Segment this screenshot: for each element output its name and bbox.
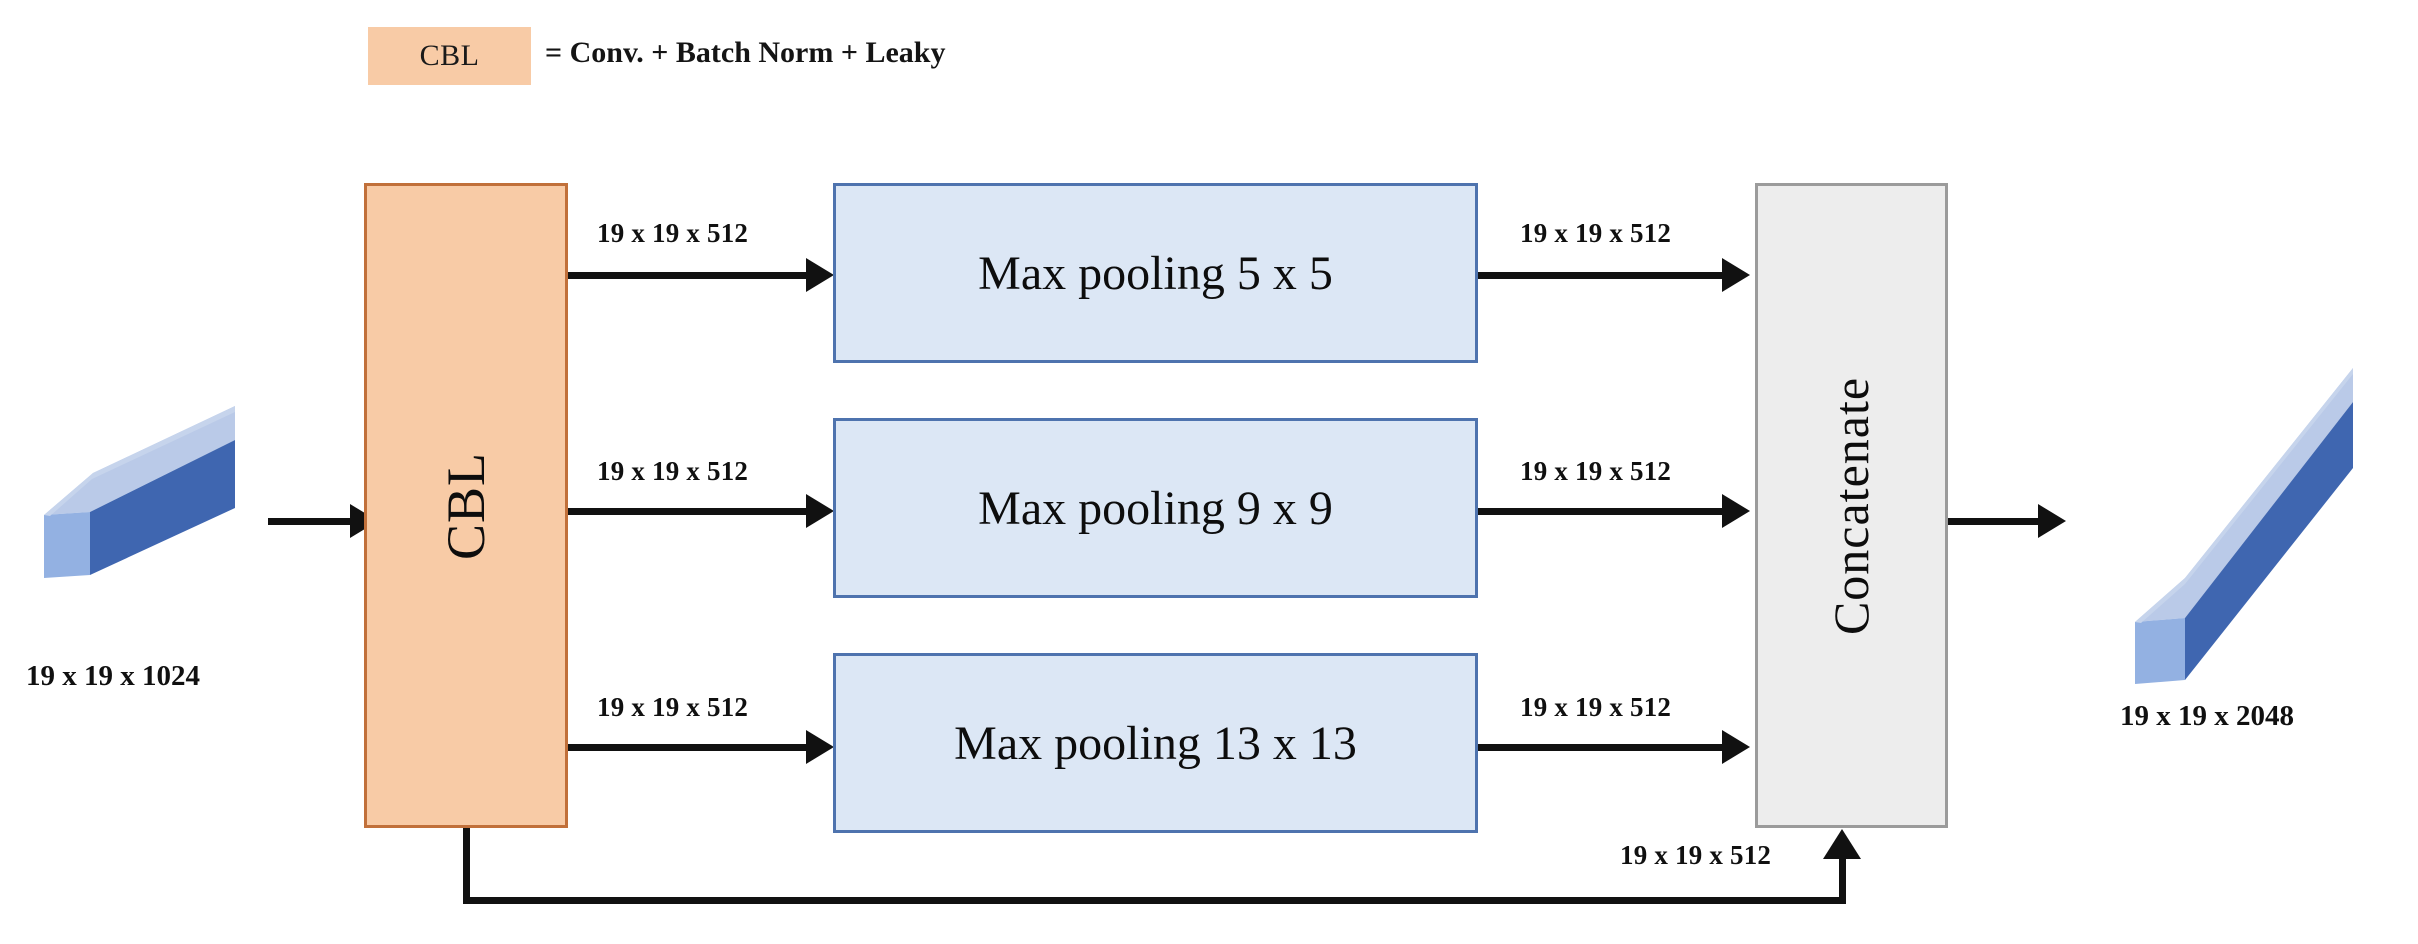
max-pooling-13x13-block[interactable]: Max pooling 13 x 13 — [833, 653, 1478, 833]
edge-line-pool9-to-concat — [1478, 508, 1724, 515]
skip-line-horizontal — [463, 897, 1846, 904]
concatenate-block[interactable]: Concatenate — [1755, 183, 1948, 828]
input-tensor-label: 19 x 19 x 1024 — [26, 660, 200, 692]
edge-label-pool5-to-concat: 19 x 19 x 512 — [1520, 218, 1672, 248]
legend-color-swatch: CBL — [368, 27, 531, 85]
edge-arrow-cbl-to-pool9 — [806, 494, 834, 528]
cbl-block[interactable]: CBL — [364, 183, 568, 828]
edge-label-pool9-to-concat: 19 x 19 x 512 — [1520, 456, 1672, 486]
output-tensor-label: 19 x 19 x 2048 — [2120, 700, 2294, 732]
edge-label-cbl-to-pool9: 19 x 19 x 512 — [597, 456, 749, 486]
edge-line-pool5-to-concat — [1478, 272, 1724, 279]
legend-equation-text: = Conv. + Batch Norm + Leaky — [545, 36, 946, 69]
edge-line-cbl-to-pool9 — [568, 508, 810, 515]
edge-label-cbl-to-pool13: 19 x 19 x 512 — [597, 692, 749, 722]
edge-arrow-pool13-to-concat — [1722, 730, 1750, 764]
input-arrow-line — [268, 518, 354, 525]
max-pooling-9x9-block[interactable]: Max pooling 9 x 9 — [833, 418, 1478, 598]
concatenate-block-label: Concatenate — [1823, 376, 1880, 635]
skip-line-vertical-from-cbl — [463, 828, 470, 904]
max-pooling-13x13-label: Max pooling 13 x 13 — [954, 716, 1357, 770]
max-pooling-5x5-block[interactable]: Max pooling 5 x 5 — [833, 183, 1478, 363]
skip-line-vertical-to-concat — [1839, 858, 1846, 902]
edge-arrow-cbl-to-pool13 — [806, 730, 834, 764]
edge-line-cbl-to-pool13 — [568, 744, 810, 751]
output-arrow-head — [2038, 504, 2066, 538]
edge-line-pool13-to-concat — [1478, 744, 1724, 751]
edge-label-cbl-to-pool5: 19 x 19 x 512 — [597, 218, 749, 248]
output-tensor-cuboid — [2135, 368, 2353, 684]
edge-label-skip-to-concat: 19 x 19 x 512 — [1620, 840, 1772, 870]
max-pooling-5x5-label: Max pooling 5 x 5 — [978, 246, 1333, 300]
legend-swatch-label: CBL — [419, 39, 480, 72]
edge-arrow-cbl-to-pool5 — [806, 258, 834, 292]
skip-arrow-head-to-concat — [1823, 829, 1861, 859]
edge-line-cbl-to-pool5 — [568, 272, 810, 279]
edge-arrow-pool5-to-concat — [1722, 258, 1750, 292]
output-arrow-line — [1948, 518, 2044, 525]
edge-label-pool13-to-concat: 19 x 19 x 512 — [1520, 692, 1672, 722]
edge-arrow-pool9-to-concat — [1722, 494, 1750, 528]
input-tensor-cuboid — [44, 406, 235, 578]
max-pooling-9x9-label: Max pooling 9 x 9 — [978, 481, 1333, 535]
cbl-block-label: CBL — [436, 451, 496, 560]
